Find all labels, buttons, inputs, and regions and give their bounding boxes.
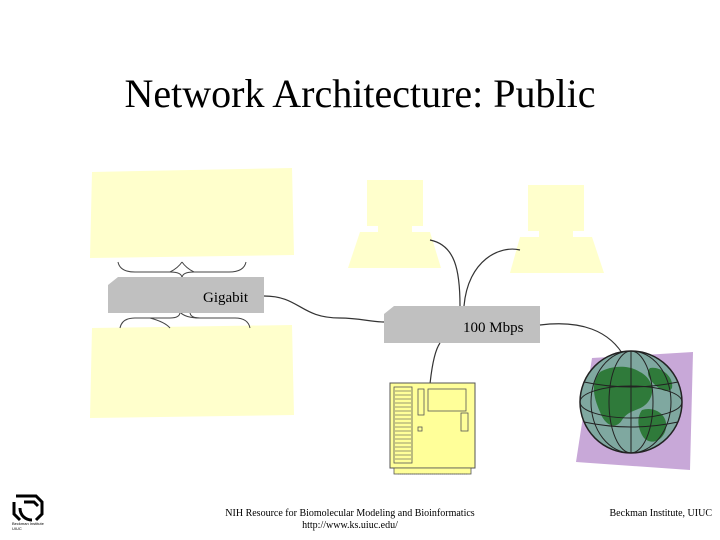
logo-caption: Beckman Institute UIUC <box>12 521 44 531</box>
logo-caption-line1: Beckman Institute <box>12 521 44 526</box>
footer-institution: Beckman Institute, UIUC <box>609 508 712 519</box>
globe-icon <box>576 350 693 470</box>
lower-cluster-links <box>119 311 251 329</box>
institute-logo-icon <box>12 494 44 522</box>
workstation-icon <box>510 185 604 273</box>
lower-cluster-icon <box>90 325 294 418</box>
network-links <box>263 239 626 385</box>
mbps-switch-label: 100 Mbps <box>463 320 524 336</box>
upper-cluster-links <box>117 261 247 279</box>
footer-line1: NIH Resource for Biomolecular Modeling a… <box>225 508 475 519</box>
logo-caption-line2: UIUC <box>12 526 22 531</box>
gigabit-switch-label: Gigabit <box>203 290 248 306</box>
server-icon <box>389 382 476 475</box>
gigabit-switch-icon <box>108 277 264 313</box>
footer-url: http://www.ks.uiuc.edu/ <box>302 520 398 531</box>
page-title: Network Architecture: Public <box>124 71 596 116</box>
workstation-icon <box>348 180 441 268</box>
mbps-switch-icon <box>384 306 540 343</box>
upper-cluster-icon <box>90 168 294 258</box>
footer-credit: NIH Resource for Biomolecular Modeling a… <box>200 508 500 532</box>
